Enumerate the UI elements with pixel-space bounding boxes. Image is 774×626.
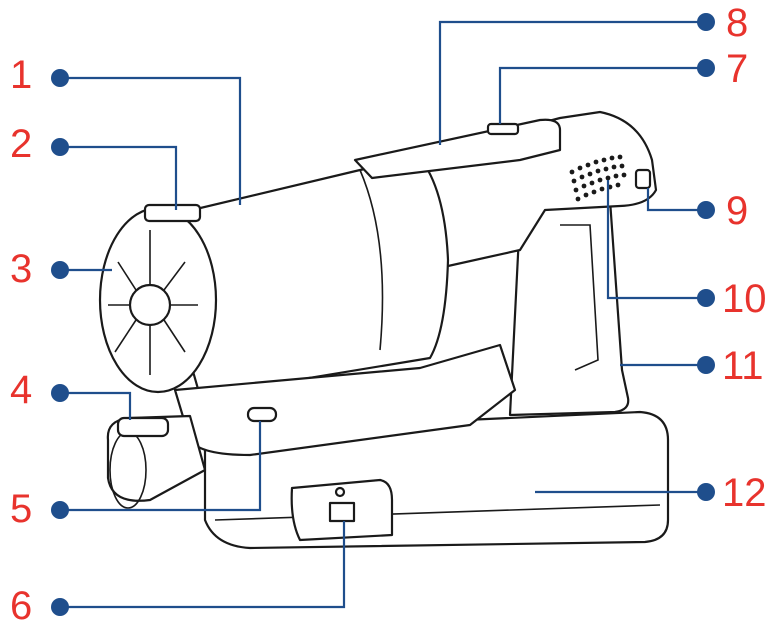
callout-number-5: 5 <box>10 487 32 531</box>
callout-number-9: 9 <box>726 189 748 233</box>
leader-7 <box>498 66 706 124</box>
callout-number-3: 3 <box>10 247 32 291</box>
leader-1 <box>60 76 242 205</box>
leader-6 <box>60 521 346 609</box>
callout-dot-4 <box>51 384 69 402</box>
charging-port <box>246 406 278 423</box>
callout-dot-5 <box>51 501 69 519</box>
callout-dot-2 <box>51 138 69 156</box>
cover-latch <box>143 203 202 223</box>
callout-dot-10 <box>697 289 715 307</box>
leader-9 <box>646 188 706 212</box>
vacuum-body <box>98 110 670 550</box>
callout-number-11: 11 <box>722 344 764 388</box>
leader-8 <box>438 20 706 145</box>
leader-10 <box>606 180 706 300</box>
callout-dot-12 <box>697 483 715 501</box>
callout-dot-11 <box>697 356 715 374</box>
callout-number-12: 12 <box>722 471 767 515</box>
exhaust-grille <box>569 154 627 202</box>
handle <box>508 198 630 417</box>
callout-number-8: 8 <box>726 1 748 45</box>
leader-2 <box>60 145 178 210</box>
callout-dots <box>51 13 715 616</box>
callout-dot-3 <box>51 261 69 279</box>
leader-lines <box>60 20 706 609</box>
callout-dot-1 <box>51 69 69 87</box>
callout-dot-8 <box>697 13 715 31</box>
rear-button <box>634 168 652 190</box>
power-button <box>486 122 520 136</box>
callout-number-7: 7 <box>726 47 748 91</box>
release-button <box>116 416 170 438</box>
leader-4 <box>60 391 132 420</box>
callout-number-4: 4 <box>10 368 32 412</box>
callout-numbers: 1 2 3 4 5 6 7 8 9 10 11 12 <box>10 1 767 626</box>
callout-number-6: 6 <box>10 584 32 626</box>
callout-number-2: 2 <box>10 122 32 166</box>
callout-dot-9 <box>697 201 715 219</box>
callout-number-10: 10 <box>722 277 767 321</box>
leader-5 <box>60 421 262 512</box>
callout-dot-6 <box>51 598 69 616</box>
filter-grid <box>108 230 198 375</box>
callout-dot-7 <box>697 59 715 77</box>
callout-number-1: 1 <box>10 53 32 97</box>
